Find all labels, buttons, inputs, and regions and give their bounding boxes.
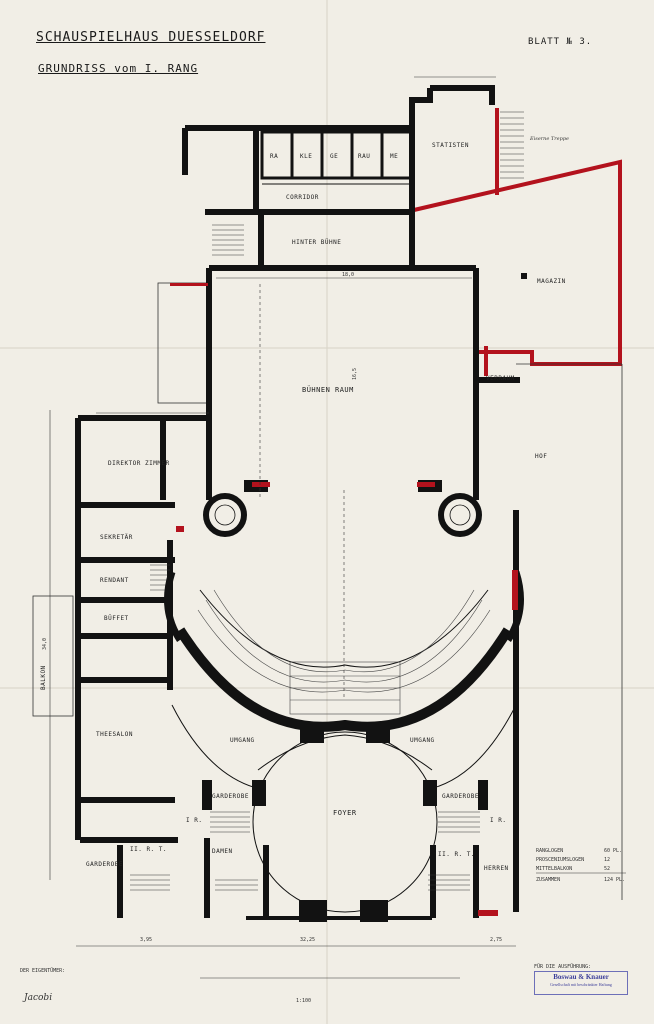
dim-bottom-right: 2,75 bbox=[490, 937, 502, 943]
room-umgang-right: UMGANG bbox=[410, 737, 435, 744]
drawing-title: SCHAUSPIELHAUS DUESSELDORF bbox=[36, 30, 266, 45]
seat-label: PROSCENIUMSLOGEN bbox=[536, 857, 584, 863]
sheet-number: BLATT № 3. bbox=[528, 37, 593, 47]
dressing-1: RA bbox=[270, 153, 278, 160]
dim-left-height: 34,0 bbox=[42, 638, 48, 650]
seat-value: 52 bbox=[604, 866, 610, 872]
stamp-name: Boswau & Knauer bbox=[553, 973, 609, 981]
room-sekretaer: SEKRETÄR bbox=[100, 534, 133, 541]
thin-lines bbox=[32, 282, 623, 900]
column-marker bbox=[521, 273, 527, 279]
room-buehnen-raum: BÜHNEN RAUM bbox=[302, 385, 354, 394]
scale-label: 1:100 bbox=[296, 998, 311, 1004]
room-treppe-right: II. R. T. bbox=[438, 851, 475, 858]
dimension-lines bbox=[49, 76, 516, 979]
seat-value: 124 PL. bbox=[604, 877, 625, 883]
stair-hatch bbox=[130, 111, 524, 891]
dim-stage-width: 18,0 bbox=[342, 272, 354, 278]
seat-rows bbox=[197, 589, 491, 715]
dim-bottom-left: 3,95 bbox=[140, 937, 152, 943]
seat-label: ZUSAMMEN bbox=[536, 877, 560, 883]
dim-stage-depth: 16,5 bbox=[352, 368, 358, 380]
room-theesalon: THEESALON bbox=[96, 731, 133, 738]
red-accents bbox=[170, 283, 518, 916]
dressing-5: ME bbox=[390, 153, 398, 160]
room-garderobe-corner: GARDEROBE bbox=[86, 861, 123, 868]
room-garderobe-left: GARDEROBE bbox=[212, 793, 249, 800]
room-garderobe-right: GARDEROBE bbox=[442, 793, 479, 800]
room-corridor: CORRIDOR bbox=[286, 194, 319, 201]
dim-bottom-total: 32,25 bbox=[300, 937, 315, 943]
room-balkon: BALKON bbox=[40, 665, 47, 690]
room-rendant: RENDANT bbox=[100, 577, 129, 584]
room-statisten: STATISTEN bbox=[432, 142, 469, 149]
room-treppe-left: II. R. T. bbox=[130, 846, 167, 853]
room-direktor: DIREKTOR ZIMMER bbox=[108, 460, 170, 467]
note-eiserne-treppe: Eiserne Treppe bbox=[529, 136, 569, 142]
dressing-cells bbox=[260, 130, 414, 185]
room-damen: DAMEN bbox=[212, 848, 233, 855]
dressing-2: KLE bbox=[300, 153, 312, 160]
owner-label: DER EIGENTÜMER: bbox=[20, 967, 65, 974]
room-rang-right: I R. bbox=[490, 817, 506, 824]
room-hof: HOF bbox=[535, 453, 547, 460]
owner-signature: Jacobi bbox=[22, 993, 52, 1003]
room-rang-left: I R. bbox=[186, 817, 202, 824]
stamp-sub: Gesellschaft mit beschränkter Haftung bbox=[550, 982, 612, 987]
company-stamp: Boswau & Knauer Gesellschaft mit beschrä… bbox=[534, 971, 628, 995]
seat-table: RANGLOGEN 60 PL. PROSCENIUMSLOGEN 12 MIT… bbox=[536, 848, 626, 883]
room-verraum: VERRAUM bbox=[486, 375, 515, 382]
seat-label: MITTELBALKON bbox=[536, 866, 572, 872]
room-hinter-buehne: HINTER BÜHNE bbox=[292, 239, 341, 246]
room-umgang-left: UMGANG bbox=[230, 737, 255, 744]
seat-label: RANGLOGEN bbox=[536, 848, 563, 854]
room-buffet: BÜFFET bbox=[104, 615, 129, 622]
dressing-3: GE bbox=[330, 153, 338, 160]
drawing-subtitle: GRUNDRISS vom I. RANG bbox=[38, 62, 199, 75]
balcony-ring bbox=[164, 570, 524, 732]
seat-value: 12 bbox=[604, 857, 610, 863]
spiral-stairs bbox=[203, 493, 482, 537]
room-herren: HERREN bbox=[484, 865, 509, 872]
room-magazin: MAGAZIN bbox=[537, 278, 566, 285]
room-foyer: FOYER bbox=[333, 809, 357, 817]
dressing-4: RAU bbox=[358, 153, 370, 160]
walls bbox=[75, 85, 520, 920]
seat-value: 60 PL. bbox=[604, 848, 622, 854]
exec-label: FÜR DIE AUSFÜHRUNG: bbox=[534, 963, 591, 970]
